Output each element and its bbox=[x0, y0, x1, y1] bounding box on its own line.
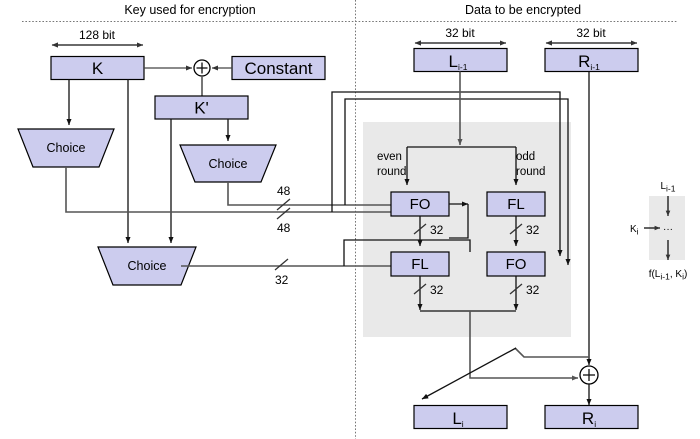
box-R-in-label: Ri-1 bbox=[578, 52, 600, 72]
bus-label-48-a: 48 bbox=[277, 184, 291, 198]
bus-slash-48-b bbox=[276, 207, 291, 220]
wire-key-to-FL-odd bbox=[343, 239, 471, 266]
box-FO-odd[interactable] bbox=[486, 251, 546, 277]
dimension-label-right-half: 32 bit bbox=[576, 26, 606, 40]
box-FL-odd[interactable] bbox=[486, 191, 546, 217]
bus-slash-even-32-1 bbox=[413, 223, 427, 235]
box-FL-even-label: FL bbox=[411, 256, 429, 273]
box-FL-odd-label: FL bbox=[507, 196, 525, 213]
choice-2-label: Choice bbox=[209, 157, 248, 171]
box-L-in-label: Li-1 bbox=[449, 52, 468, 72]
box-R-in[interactable] bbox=[544, 47, 639, 73]
label-even-round-line2: round bbox=[377, 166, 406, 178]
bus-label-odd-32-1: 32 bbox=[526, 223, 540, 237]
wire-key-to-FO-odd-a bbox=[331, 91, 563, 257]
dimension-label-left-half: 32 bit bbox=[445, 26, 475, 40]
label-odd-round-line2: round bbox=[516, 166, 545, 178]
box-FO-even-label: FO bbox=[410, 196, 431, 213]
dimension-label-128bit: 128 bit bbox=[79, 28, 116, 42]
box-key-Kprime-label: K' bbox=[194, 99, 209, 118]
box-FO-even[interactable] bbox=[390, 191, 450, 217]
box-L-out[interactable] bbox=[413, 404, 508, 430]
inset-output-label: f(Li-1, Ki) bbox=[649, 269, 688, 282]
label-odd-round-line1: odd bbox=[516, 151, 535, 163]
wire-choice1-to-FO-even-b bbox=[65, 167, 401, 215]
box-FO-odd-label: FO bbox=[506, 256, 527, 273]
inset-key-label: Ki bbox=[630, 224, 639, 237]
shape-choice-3[interactable] bbox=[97, 246, 197, 286]
round-function-region bbox=[363, 122, 571, 337]
inset-input-label: Li-1 bbox=[660, 181, 675, 194]
box-key-K-label: K bbox=[92, 59, 104, 78]
box-R-out-label: Ri bbox=[582, 409, 596, 429]
wire-R-in-swap-to-L-out bbox=[421, 347, 517, 400]
box-L-out-label: Li bbox=[452, 409, 463, 429]
bus-slash-odd-32-1 bbox=[509, 223, 523, 235]
label-even-round-line1: even bbox=[377, 151, 402, 163]
bus-slash-even-32-2 bbox=[413, 283, 427, 295]
box-R-out[interactable] bbox=[544, 404, 639, 430]
bus-label-even-32-2: 32 bbox=[430, 283, 444, 297]
header-left: Key used for encryption bbox=[124, 3, 255, 17]
bus-slash-odd-32-2 bbox=[509, 283, 523, 295]
box-key-Kprime[interactable] bbox=[154, 95, 249, 120]
wire-choice2-to-FO-even-a bbox=[227, 182, 401, 208]
shape-choice-2[interactable] bbox=[179, 144, 277, 183]
wire-R-in-swap-elbow bbox=[514, 347, 589, 358]
inset-body-dots: ··· bbox=[663, 224, 673, 235]
bus-slash-32 bbox=[274, 258, 289, 271]
bus-slash-48-a bbox=[276, 198, 291, 211]
choice-3-label: Choice bbox=[128, 259, 167, 273]
box-constant-label: Constant bbox=[244, 59, 312, 78]
choice-1-label: Choice bbox=[47, 141, 86, 155]
wire-round-out-to-xor bbox=[469, 311, 579, 381]
bus-label-odd-32-2: 32 bbox=[526, 283, 540, 297]
bus-label-even-32-1: 32 bbox=[430, 223, 444, 237]
wire-key-to-FO-odd-b bbox=[344, 98, 571, 266]
wire-FO-even-elbow bbox=[449, 204, 469, 239]
box-FL-even[interactable] bbox=[390, 251, 450, 277]
shape-choice-1[interactable] bbox=[17, 128, 115, 168]
bus-label-48-b: 48 bbox=[277, 221, 291, 235]
header-right: Data to be encrypted bbox=[465, 3, 581, 17]
bus-label-32: 32 bbox=[275, 273, 289, 287]
